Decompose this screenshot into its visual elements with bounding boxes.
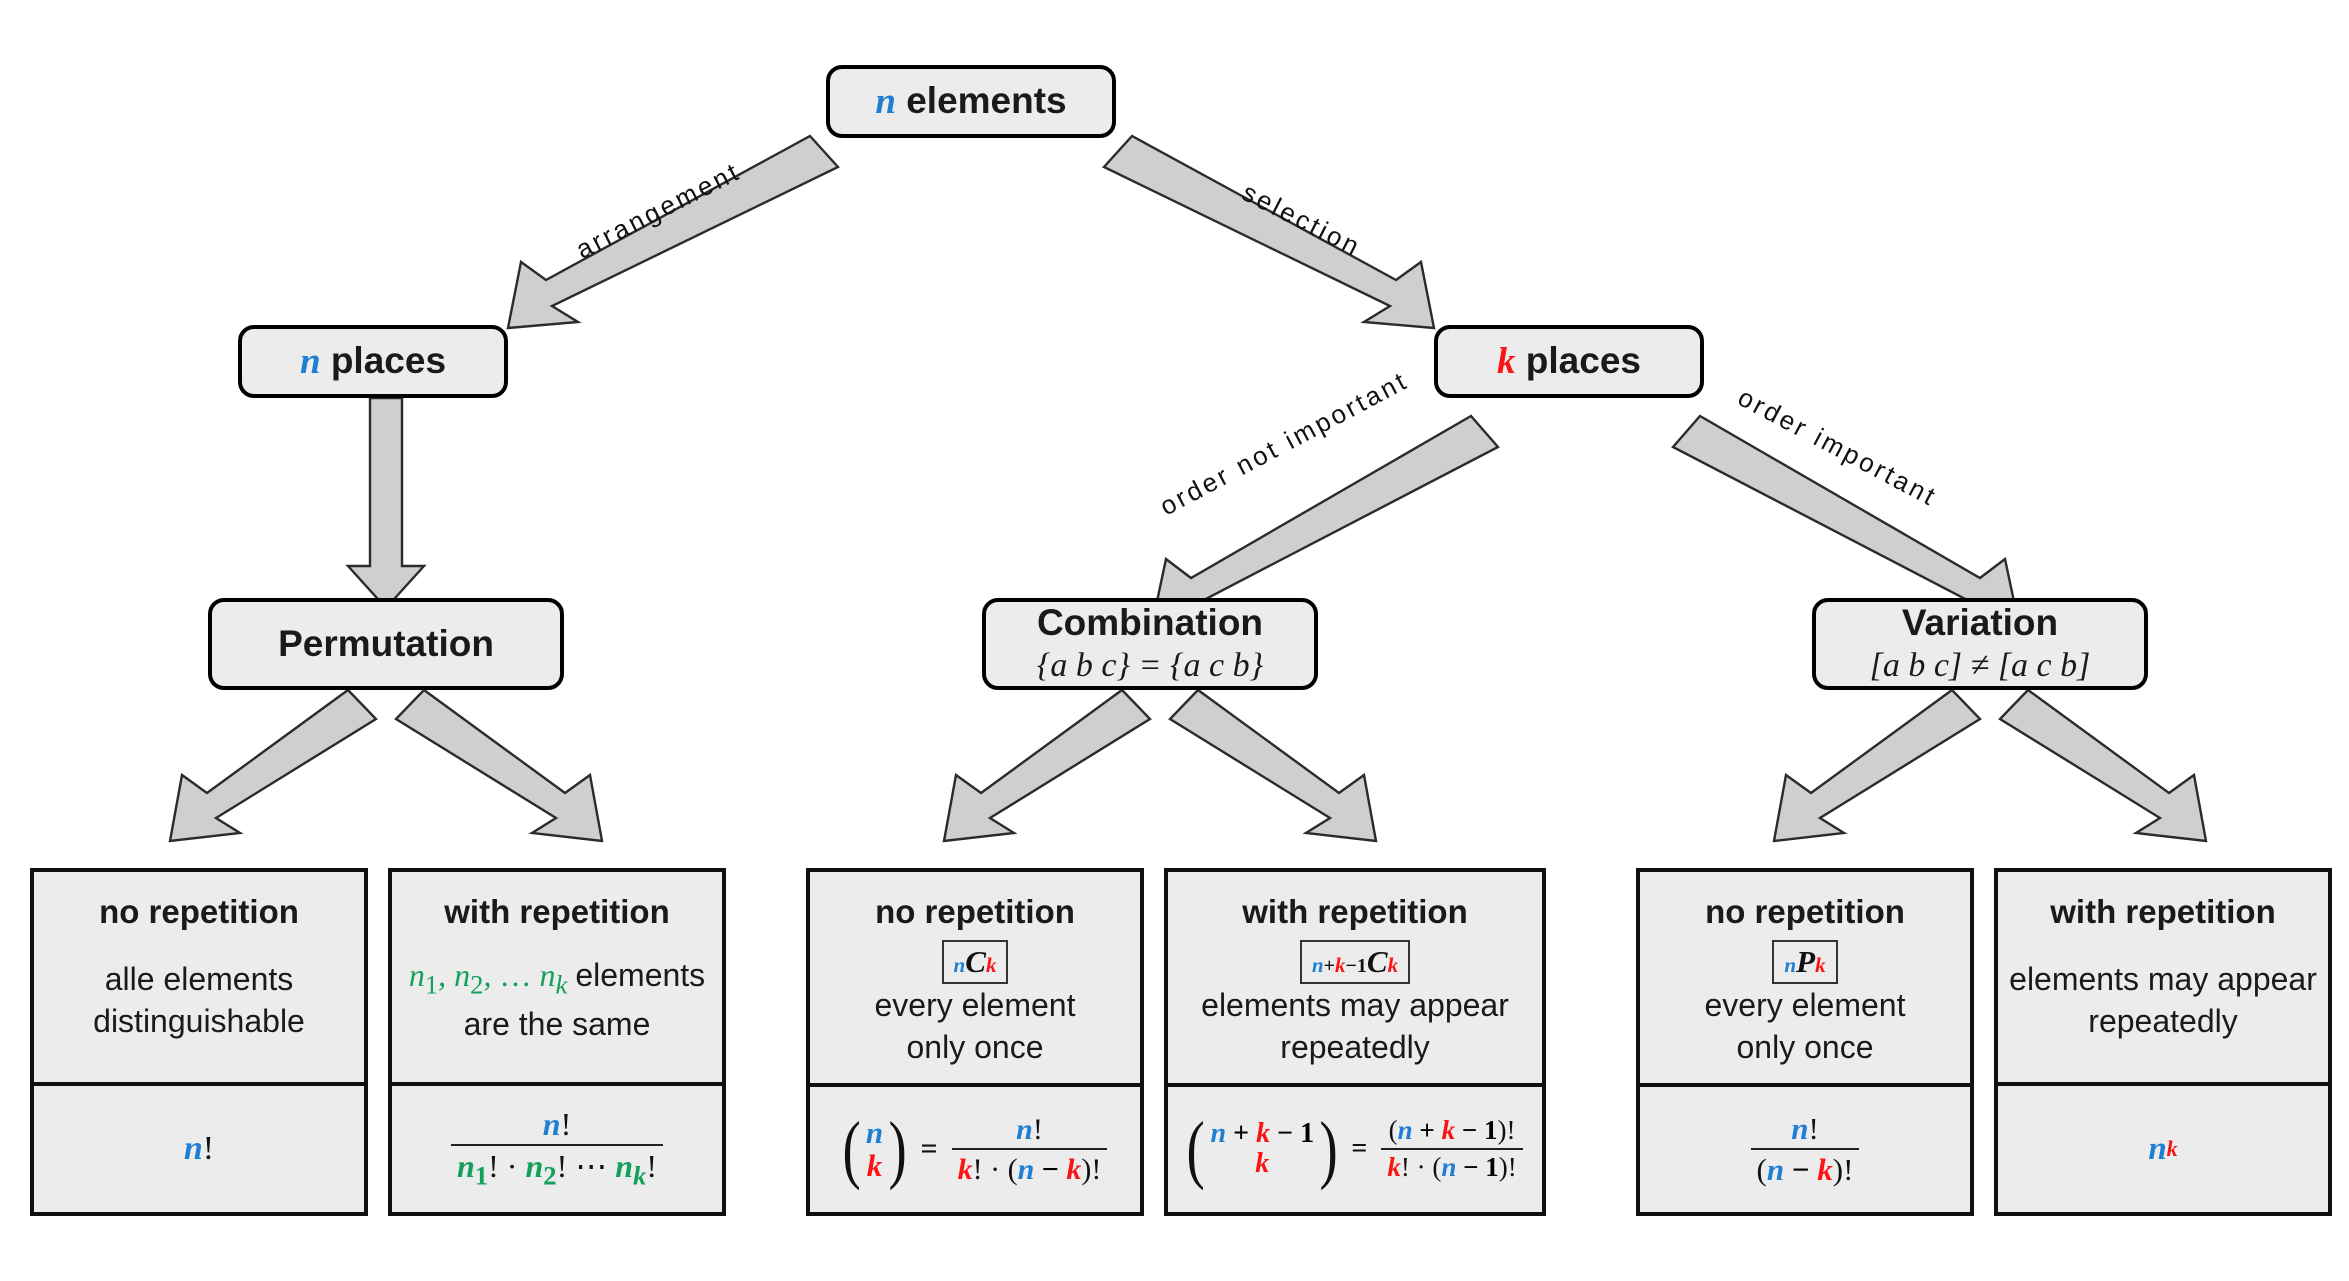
node-combination[interactable]: Combination {a b c} = {a c b} xyxy=(982,598,1318,690)
node-permutation[interactable]: Permutation xyxy=(208,598,564,690)
notation-badge-npkm1Ck: n+k−1Ck xyxy=(1299,939,1411,985)
node-variation[interactable]: Variation [a b c] ≠ [a c b] xyxy=(1812,598,2148,690)
arrow-combination-to-card4 xyxy=(1168,688,1378,843)
card-head: no repetition xyxy=(875,893,1075,930)
card-description: n1, n2, … nk elements are the same xyxy=(408,957,706,1042)
card-formula: ( n k ) = n! k! · (n − k)! xyxy=(810,1082,1140,1212)
card-body: with repetition elements may appear repe… xyxy=(1998,872,2328,1082)
node-n-places-label: n places xyxy=(299,339,447,382)
notation-badge-ncK: nCk xyxy=(941,939,1009,985)
card-formula: ( n + k − 1 k ) = (n + k − 1)! k! · xyxy=(1168,1082,1542,1212)
card-description: alle elements distinguishable xyxy=(93,960,305,1039)
card-description: elements may appear repeatedly xyxy=(2009,960,2317,1039)
card-description: every element only once xyxy=(1704,987,1906,1066)
card-formula: n! (n − k)! xyxy=(1640,1082,1970,1212)
card-variation-no-repetition[interactable]: no repetition nPk every element only onc… xyxy=(1636,868,1974,1216)
card-body: with repetition n+k−1Ck elements may app… xyxy=(1168,872,1542,1083)
card-combination-no-repetition[interactable]: no repetition nCk every element only onc… xyxy=(806,868,1144,1216)
card-description: every element only once xyxy=(874,987,1076,1066)
arrow-permutation-to-card2 xyxy=(394,688,604,843)
card-body: no repetition alle elements distinguisha… xyxy=(34,872,364,1082)
arrow-root-to-k-places xyxy=(1102,134,1436,330)
card-body: no repetition nCk every element only onc… xyxy=(810,872,1140,1083)
node-variation-example: [a b c] ≠ [a c b] xyxy=(1869,646,2091,684)
arrow-variation-to-card5 xyxy=(1772,688,1982,843)
node-n-elements-label: n elements xyxy=(875,79,1067,122)
node-permutation-label: Permutation xyxy=(278,622,494,664)
card-body: no repetition nPk every element only onc… xyxy=(1640,872,1970,1083)
node-k-places-label: k places xyxy=(1497,339,1641,382)
node-n-elements[interactable]: n elements xyxy=(826,65,1116,138)
card-head: with repetition xyxy=(2050,893,2276,930)
card-body: with repetition n1, n2, … nk elements ar… xyxy=(392,872,722,1082)
arrow-combination-to-card3 xyxy=(942,688,1152,843)
arrow-n-places-to-permutation xyxy=(345,396,427,610)
card-formula: n! n1! · n2! ⋯ nk! xyxy=(392,1082,722,1212)
card-head: with repetition xyxy=(1242,893,1468,930)
card-permutation-no-repetition[interactable]: no repetition alle elements distinguisha… xyxy=(30,868,368,1216)
card-head: with repetition xyxy=(444,893,670,930)
card-formula: n! xyxy=(34,1082,364,1212)
arrow-permutation-to-card1 xyxy=(168,688,378,843)
card-description: elements may appear repeatedly xyxy=(1201,987,1509,1066)
node-k-places[interactable]: k places xyxy=(1434,325,1704,398)
arrow-variation-to-card6 xyxy=(1998,688,2208,843)
arrow-root-to-n-places xyxy=(506,134,840,330)
node-variation-label: Variation xyxy=(1901,602,2059,644)
notation-badge-npk: nPk xyxy=(1772,939,1838,985)
arrow-k-places-to-combination xyxy=(1150,414,1500,627)
card-head: no repetition xyxy=(99,893,299,930)
card-permutation-with-repetition[interactable]: with repetition n1, n2, … nk elements ar… xyxy=(388,868,726,1216)
card-combination-with-repetition[interactable]: with repetition n+k−1Ck elements may app… xyxy=(1164,868,1546,1216)
card-head: no repetition xyxy=(1705,893,1905,930)
node-combination-label: Combination xyxy=(1036,602,1264,644)
node-n-places[interactable]: n places xyxy=(238,325,508,398)
card-variation-with-repetition[interactable]: with repetition elements may appear repe… xyxy=(1994,868,2332,1216)
node-combination-example: {a b c} = {a c b} xyxy=(1036,646,1264,684)
